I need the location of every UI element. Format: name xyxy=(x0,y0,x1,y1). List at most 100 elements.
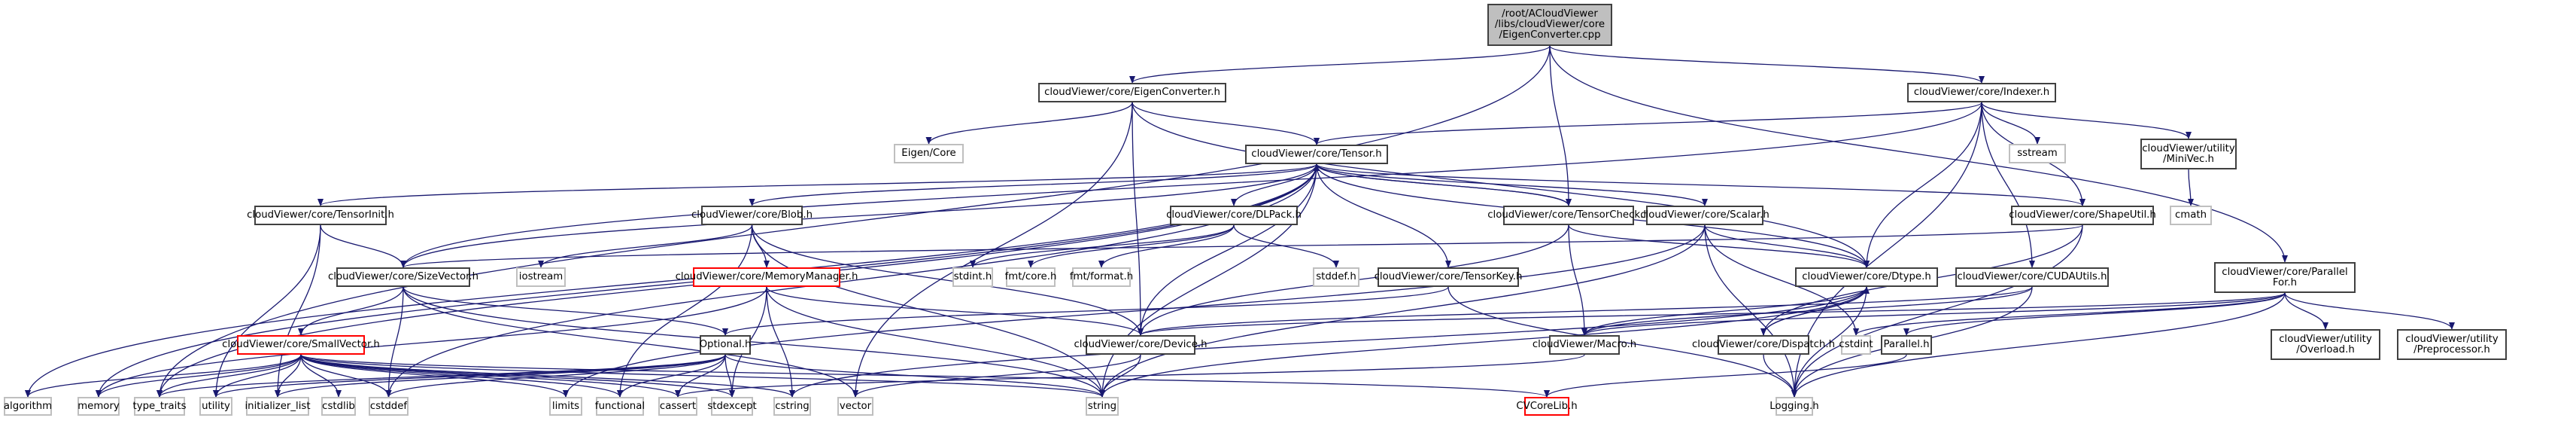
node-macro-h[interactable]: cloudViewer/Macro.h xyxy=(1533,335,1636,355)
edge-tensor-to-shapeutil xyxy=(1316,163,2085,206)
node-dlpack-h[interactable]: cloudViewer/core/DLPack.h xyxy=(1166,206,1302,225)
node-eigenconverter-h[interactable]: cloudViewer/core/EigenConverter.h xyxy=(1038,83,1226,102)
edge-eigenconv-to-dtype xyxy=(1132,102,1870,268)
edge-parallelh-to-cvcorelib xyxy=(1544,354,1907,398)
node-fmt-core-h[interactable]: fmt/core.h xyxy=(1005,267,1056,287)
node-overload-h[interactable]: cloudViewer/utility /Overload.h xyxy=(2271,329,2380,360)
node-string[interactable]: string xyxy=(1086,397,1119,416)
node-dispatch-h[interactable]: cloudViewer/core/Dispatch.h xyxy=(1692,335,1835,355)
node-memorymanager-h[interactable]: cloudViewer/core/MemoryManager.h xyxy=(676,267,858,287)
edge-parallelfor-to-preproc xyxy=(2284,292,2455,330)
node-tensor-h[interactable]: cloudViewer/core/Tensor.h xyxy=(1245,145,1388,164)
node-algorithm[interactable]: algorithm xyxy=(4,397,52,416)
edge-dlpack-to-fmtformat xyxy=(1098,224,1235,268)
node-indexer-h[interactable]: cloudViewer/core/Indexer.h xyxy=(1907,83,2056,102)
node-memory[interactable]: memory xyxy=(77,397,120,416)
edge-dtype-to-macro xyxy=(1581,286,1867,336)
edge-optional-to-functional xyxy=(617,354,726,398)
node-cassert[interactable]: cassert xyxy=(658,397,697,416)
node-eigen-core[interactable]: Eigen/Core xyxy=(894,144,964,163)
node-functional[interactable]: functional xyxy=(595,397,645,416)
edge-dlpack-to-stdinth xyxy=(970,224,1235,268)
node-iostream[interactable]: iostream xyxy=(516,267,566,287)
node-stdexcept[interactable]: stdexcept xyxy=(707,397,757,416)
edge-parallelfor-to-parallelh xyxy=(1903,292,2286,336)
node-smallvector-h[interactable]: cloudViewer/core/SmallVector.h xyxy=(222,335,380,355)
edge-memmgr-to-device xyxy=(766,286,1144,336)
edge-tensorcheck-to-tensor xyxy=(1314,163,1569,206)
node-blob-h[interactable]: cloudViewer/core/Blob.h xyxy=(691,206,813,225)
edge-tensor-to-sizevector xyxy=(400,163,1317,268)
node-dtype-h[interactable]: cloudViewer/core/Dtype.h xyxy=(1795,267,1938,287)
edge-smallvector-to-cassert xyxy=(300,354,681,398)
edge-blob-to-string xyxy=(751,224,1105,398)
edge-shapeutil-to-sizevector xyxy=(400,224,2083,268)
edge-indexer-to-cudautils xyxy=(1981,102,2035,268)
node-logging-h[interactable]: Logging.h xyxy=(1769,397,1819,416)
node-utility[interactable]: utility xyxy=(199,397,232,416)
node-device-h[interactable]: cloudViewer/core/Device.h xyxy=(1074,335,1208,355)
edge-smallvector-to-memory xyxy=(96,354,302,398)
edge-optional-to-initializer_list xyxy=(275,354,726,398)
node-tensorcheck-h[interactable]: cloudViewer/core/TensorCheck.h xyxy=(1487,206,1650,225)
edge-sizevector-to-smallvector xyxy=(298,286,404,336)
edge-parallelfor-to-device xyxy=(1138,292,2286,336)
edge-sizevector-to-cstddef xyxy=(385,286,404,398)
node-cvcorelib-h[interactable]: CVCoreLib.h xyxy=(1516,397,1578,416)
edge-scalar-to-logging xyxy=(1704,224,1797,398)
edge-macro-to-cassert xyxy=(675,354,1585,398)
edge-optional-to-cstddef xyxy=(385,354,726,398)
edge-tensorinit-to-sizevector xyxy=(320,224,406,268)
edge-indexer-to-minivec xyxy=(1981,102,2192,139)
edge-root-to-type_traits xyxy=(156,45,1551,398)
edge-optional-to-string xyxy=(724,354,1105,398)
node-optional-h[interactable]: Optional.h xyxy=(700,335,751,355)
node-vector[interactable]: vector xyxy=(837,397,873,416)
node-fmt-format-h[interactable]: fmt/format.h xyxy=(1070,267,1133,287)
node-cstdint[interactable]: cstdint xyxy=(1839,335,1873,355)
edge-tensorinit-to-initializer_list xyxy=(275,224,321,398)
node-parallelfor-h[interactable]: cloudViewer/core/Parallel For.h xyxy=(2214,262,2356,293)
edge-root-to-indexer xyxy=(1549,45,1985,84)
node-type-traits[interactable]: type_traits xyxy=(132,397,187,416)
edge-optional-to-stdexcept xyxy=(724,354,735,398)
edge-minivec-to-cmath xyxy=(2187,169,2194,206)
node-initializer-list[interactable]: initializer_list xyxy=(245,397,311,416)
edge-smallvector-to-cstring xyxy=(300,354,795,398)
edge-tensor-to-tensorinit xyxy=(317,163,1317,206)
node-tensorinit-h[interactable]: cloudViewer/core/TensorInit.h xyxy=(247,206,394,225)
node-cudautils-h[interactable]: cloudViewer/core/CUDAUtils.h xyxy=(1955,267,2109,287)
node-sizevector-h[interactable]: cloudViewer/core/SizeVector.h xyxy=(328,267,478,287)
edge-smallvector-to-cstddef xyxy=(300,354,392,398)
node-parallel-h[interactable]: Parallel.h xyxy=(1881,335,1932,355)
edge-parallelfor-to-overload xyxy=(2284,292,2328,330)
node-limits[interactable]: limits xyxy=(549,397,582,416)
node-cmath[interactable]: cmath xyxy=(2170,206,2212,225)
edge-parallelfor-to-cstdint xyxy=(1853,292,2286,336)
edge-scalar-to-string xyxy=(1099,224,1706,398)
edge-dispatch-to-dtype xyxy=(1763,286,1870,336)
node-stddef-h[interactable]: stddef.h xyxy=(1313,267,1359,287)
node-minivec-h[interactable]: cloudViewer/utility /MiniVec.h xyxy=(2140,139,2237,169)
node-scalar-h[interactable]: cloudViewer/core/Scalar.h xyxy=(1640,206,1769,225)
edge-root-to-tensorcheck xyxy=(1549,45,1572,206)
edge-tensorkey-to-optional xyxy=(722,286,1449,336)
node-tensorkey-h[interactable]: cloudViewer/core/TensorKey.h xyxy=(1375,267,1522,287)
edge-smallvector-to-utility xyxy=(213,354,302,398)
node-preprocessor-h[interactable]: cloudViewer/utility /Preprocessor.h xyxy=(2397,329,2507,360)
edge-scalar-to-cstdint xyxy=(1704,224,1859,336)
edge-indexer-to-sizevector xyxy=(400,102,1982,268)
node-cstring[interactable]: cstring xyxy=(773,397,811,416)
node-cstdlib[interactable]: cstdlib xyxy=(321,397,356,416)
node-stdint-h[interactable]: stdint.h xyxy=(952,267,993,287)
edge-tensorkey-to-logging xyxy=(1447,286,1797,398)
edge-eigenconv-to-device xyxy=(1132,102,1144,336)
edge-dtype-to-logging xyxy=(1791,286,1867,398)
node-root-eigenconverter-cpp[interactable]: /root/ACloudViewer /libs/cloudViewer/cor… xyxy=(1487,4,1612,46)
node-sstream[interactable]: sstream xyxy=(2009,144,2066,163)
node-cstddef[interactable]: cstddef xyxy=(369,397,409,416)
edge-optional-to-type_traits xyxy=(156,354,726,398)
edge-root-to-parallelfor xyxy=(1549,45,2288,263)
node-shapeutil-h[interactable]: cloudViewer/core/ShapeUtil.h xyxy=(2009,206,2156,225)
edge-device-to-vector xyxy=(852,354,1141,398)
